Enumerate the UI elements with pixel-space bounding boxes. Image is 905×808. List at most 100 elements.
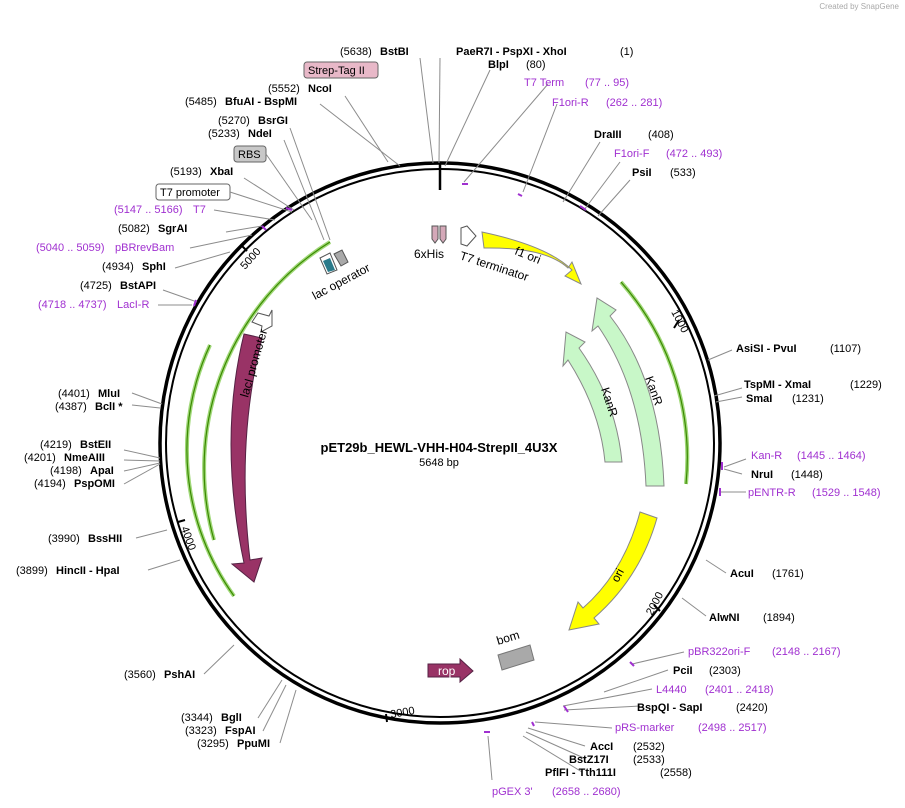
svg-text:(5082): (5082) xyxy=(118,223,150,235)
feature-kanr-inner[interactable] xyxy=(562,331,623,463)
svg-text:(5147 .. 5166): (5147 .. 5166) xyxy=(114,204,183,216)
site-bstbi[interactable]: (5638) BstBI xyxy=(340,46,409,58)
site-tspmi[interactable]: TspMI - XmaI (1229) xyxy=(744,379,882,391)
site-bcli[interactable]: (4387) BclI * xyxy=(55,401,123,413)
site-pspomi[interactable]: (4194) PspOMI xyxy=(34,478,115,490)
feature-6xhis[interactable] xyxy=(431,225,447,244)
feature-laci[interactable] xyxy=(230,333,263,583)
feature-bom[interactable] xyxy=(497,644,535,671)
site-laci-r[interactable]: (4718 .. 4737) LacI-R xyxy=(38,299,149,311)
site-pgex3[interactable]: pGEX 3' (2658 .. 2680) xyxy=(492,786,621,798)
site-blpi[interactable]: BlpI (80) xyxy=(488,59,546,71)
site-t7-primer[interactable]: (5147 .. 5166) T7 xyxy=(114,204,206,216)
site-hincii[interactable]: (3899) HincII - HpaI xyxy=(16,565,120,577)
svg-text:(1229): (1229) xyxy=(850,379,882,391)
site-ppumi[interactable]: (3295) PpuMI xyxy=(197,738,270,750)
site-f1ori-r[interactable]: F1ori-R (262 .. 281) xyxy=(552,97,662,109)
svg-text:FspAI: FspAI xyxy=(225,725,256,737)
site-pflfi[interactable]: PflFI - Tth111I (2558) xyxy=(545,767,692,779)
feature-6xhis-label: 6xHis xyxy=(414,247,444,261)
svg-text:PflFI - Tth111I: PflFI - Tth111I xyxy=(545,767,616,779)
feature-lac-operator[interactable] xyxy=(319,249,349,275)
site-bstz17i[interactable]: BstZ17I (2533) xyxy=(569,754,665,766)
site-pshai[interactable]: (3560) PshAI xyxy=(124,669,195,681)
svg-text:(4934): (4934) xyxy=(102,261,134,273)
svg-text:(3899): (3899) xyxy=(16,565,48,577)
site-bgli[interactable]: (3344) BglI xyxy=(181,712,242,724)
svg-text:BlpI: BlpI xyxy=(488,59,509,71)
site-sgrai[interactable]: (5082) SgrAI xyxy=(118,223,187,235)
svg-text:(2498 .. 2517): (2498 .. 2517) xyxy=(698,722,767,734)
site-prs-marker[interactable]: pRS-marker (2498 .. 2517) xyxy=(615,722,767,734)
svg-text:(5485): (5485) xyxy=(185,96,217,108)
tick-5000: 5000 xyxy=(238,244,264,272)
svg-text:L4440: L4440 xyxy=(656,684,687,696)
site-smai[interactable]: SmaI (1231) xyxy=(746,393,824,405)
svg-text:(2303): (2303) xyxy=(709,665,741,677)
site-nmeaiii[interactable]: (4201) NmeAIII xyxy=(24,452,105,464)
svg-text:BssHII: BssHII xyxy=(88,533,122,545)
site-xbai[interactable]: (5193) XbaI xyxy=(170,166,233,178)
site-sphi[interactable]: (4934) SphI xyxy=(102,261,166,273)
svg-text:pGEX 3': pGEX 3' xyxy=(492,786,533,798)
site-draiii[interactable]: DraIII (408) xyxy=(594,129,674,141)
site-bfuai[interactable]: (5485) BfuAI - BspMI xyxy=(185,96,297,108)
feature-laci-label: lacI xyxy=(212,447,226,466)
svg-text:(5638): (5638) xyxy=(340,46,372,58)
site-paer7i[interactable]: PaeR7I - PspXI - XhoI (1) xyxy=(456,46,633,58)
svg-text:(5233): (5233) xyxy=(208,128,240,140)
svg-text:TspMI - XmaI: TspMI - XmaI xyxy=(744,379,811,391)
site-l4440[interactable]: L4440 (2401 .. 2418) xyxy=(656,684,774,696)
feature-kanr-outer[interactable] xyxy=(591,297,665,487)
site-ndei[interactable]: (5233) NdeI xyxy=(208,128,272,140)
site-apai[interactable]: (4198) ApaI xyxy=(50,465,114,477)
site-asisi[interactable]: AsiSI - PvuI (1107) xyxy=(736,343,861,355)
site-fspai[interactable]: (3323) FspAI xyxy=(185,725,256,737)
svg-text:(1): (1) xyxy=(620,46,633,58)
site-bsrgi[interactable]: (5270) BsrGI xyxy=(218,115,288,127)
feature-t7-terminator[interactable] xyxy=(460,225,477,247)
svg-text:Strep-Tag II: Strep-Tag II xyxy=(308,65,365,77)
boxed-strep-tag[interactable]: Strep-Tag II xyxy=(303,61,379,79)
site-pcii[interactable]: PciI (2303) xyxy=(673,665,741,677)
site-bstapi[interactable]: (4725) BstAPI xyxy=(80,280,156,292)
site-acui[interactable]: AcuI (1761) xyxy=(730,568,804,580)
svg-text:SmaI: SmaI xyxy=(746,393,772,405)
boxed-rbs[interactable]: RBS xyxy=(233,145,267,163)
site-pentr-r[interactable]: pENTR-R (1529 .. 1548) xyxy=(748,487,881,499)
site-bsshii[interactable]: (3990) BssHII xyxy=(48,533,122,545)
site-bsteii[interactable]: (4219) BstEII xyxy=(40,439,111,451)
site-alwni[interactable]: AlwNI (1894) xyxy=(709,612,795,624)
site-t7term[interactable]: T7 Term (77 .. 95) xyxy=(524,77,629,89)
site-nrui[interactable]: NruI (1448) xyxy=(751,469,823,481)
svg-text:BclI *: BclI * xyxy=(95,401,123,413)
svg-text:(2558): (2558) xyxy=(660,767,692,779)
svg-text:(2401 .. 2418): (2401 .. 2418) xyxy=(705,684,774,696)
site-pbrrevbam[interactable]: (5040 .. 5059) pBRrevBam xyxy=(36,242,174,254)
site-ncoi[interactable]: (5552) NcoI xyxy=(268,83,332,95)
site-kan-r[interactable]: Kan-R (1445 .. 1464) xyxy=(751,450,866,462)
svg-text:BglI: BglI xyxy=(221,712,242,724)
svg-text:PspOMI: PspOMI xyxy=(74,478,115,490)
site-bspqi[interactable]: BspQI - SapI (2420) xyxy=(637,702,768,714)
svg-text:RBS: RBS xyxy=(238,149,261,161)
site-pbr322ori-f[interactable]: pBR322ori-F (2148 .. 2167) xyxy=(688,646,841,658)
svg-text:HincII - HpaI: HincII - HpaI xyxy=(56,565,120,577)
site-mlui[interactable]: (4401) MluI xyxy=(58,388,120,400)
site-f1ori-f[interactable]: F1ori-F (472 .. 493) xyxy=(614,148,722,160)
feature-ori[interactable] xyxy=(568,511,658,631)
feature-laci-promoter[interactable] xyxy=(251,309,273,333)
svg-text:(4198): (4198) xyxy=(50,465,82,477)
svg-text:BspQI - SapI: BspQI - SapI xyxy=(637,702,702,714)
feature-rop[interactable] xyxy=(427,657,474,684)
svg-text:SgrAI: SgrAI xyxy=(158,223,187,235)
site-psii[interactable]: PsiI (533) xyxy=(632,167,696,179)
svg-text:(5193): (5193) xyxy=(170,166,202,178)
svg-text:T7: T7 xyxy=(193,204,206,216)
boxed-t7-promoter[interactable]: T7 promoter xyxy=(155,183,231,201)
feature-rop-label: rop xyxy=(438,664,456,678)
site-acci[interactable]: AccI (2532) xyxy=(590,741,665,753)
svg-text:(77 .. 95): (77 .. 95) xyxy=(585,77,629,89)
svg-text:(472 .. 493): (472 .. 493) xyxy=(666,148,722,160)
feature-f1-ori[interactable] xyxy=(481,231,582,286)
